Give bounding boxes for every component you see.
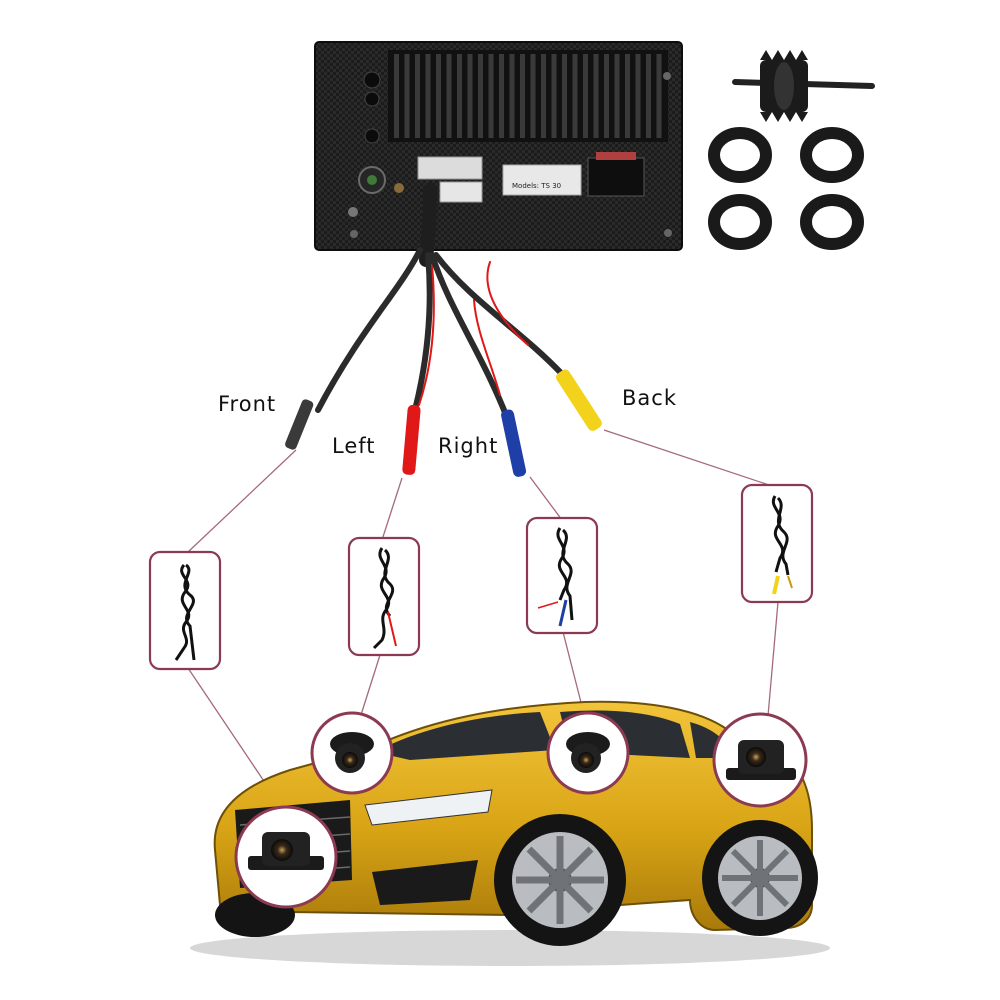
right-cable	[429, 252, 509, 418]
heat-sink-fin	[562, 54, 567, 138]
heat-sink-fin	[635, 54, 641, 138]
screw-icon	[348, 207, 358, 217]
front-cable-callout	[148, 550, 222, 671]
back-label: Back	[622, 386, 677, 410]
heat-sink-fin	[404, 54, 410, 138]
rear-wheel	[702, 820, 818, 936]
front-wheel	[494, 814, 626, 946]
heat-sink-fin	[509, 54, 515, 138]
left-label: Left	[332, 434, 376, 458]
heat-sink-fin	[436, 54, 441, 138]
connector-icon	[439, 181, 483, 203]
cable-coil-icon	[372, 547, 395, 650]
screw-icon	[664, 229, 672, 237]
camera-icon	[566, 732, 610, 773]
left-cable-callout	[347, 536, 421, 657]
connector-latch	[596, 152, 636, 160]
heat-sink-fin	[425, 54, 431, 138]
right-camera	[546, 711, 630, 795]
heat-sink-fin	[656, 54, 662, 138]
connector-icon	[417, 156, 483, 180]
grommet-icon	[708, 127, 772, 183]
heat-sink-fin	[488, 54, 494, 138]
cable-coil-icon	[174, 563, 196, 661]
back-camera	[712, 712, 808, 808]
cable-coil-icon	[771, 495, 790, 576]
heat-sink-fin	[646, 54, 651, 138]
heat-sink-fin	[499, 54, 504, 138]
camera-icon	[726, 740, 796, 780]
heat-sink-fin	[520, 54, 525, 138]
front-connector	[285, 399, 314, 450]
camera-icon	[330, 732, 374, 773]
hole-saw-icon	[732, 50, 875, 122]
model-tag-text: Models: TS 30	[512, 182, 561, 190]
gps-antenna-port-icon	[367, 175, 377, 185]
wiring-harness	[315, 183, 565, 418]
back-trigger-wire	[486, 261, 529, 346]
front-camera	[234, 805, 338, 909]
left-cable	[412, 252, 433, 413]
back-connector	[556, 369, 602, 431]
port-icon	[364, 128, 380, 144]
heat-sink-fin	[478, 54, 483, 138]
front-label: Front	[218, 392, 277, 416]
head-unit-icon: Models: TS 30	[314, 41, 683, 251]
heat-sink-fin	[614, 54, 620, 138]
port-icon	[394, 183, 404, 193]
heat-sink-fin	[625, 54, 630, 138]
cable-coil-icon	[556, 527, 574, 621]
trigger-wire	[787, 575, 793, 589]
heat-sink-fin	[530, 54, 536, 138]
left-connector	[402, 404, 421, 475]
headlight	[364, 789, 493, 826]
port-icon	[363, 71, 381, 89]
trigger-wire	[387, 611, 397, 647]
right-connector-mini	[558, 599, 568, 627]
grommet-icon	[800, 194, 864, 250]
back-cable	[433, 252, 565, 377]
right-connector	[501, 409, 527, 477]
windshield	[375, 712, 555, 760]
heat-sink	[388, 50, 668, 142]
heat-sink-fin	[604, 54, 609, 138]
left-trigger-wire	[418, 264, 435, 406]
back-connector-mini	[772, 575, 780, 595]
connector-icon	[587, 157, 645, 197]
left-camera	[310, 711, 394, 795]
right-cable-callout	[525, 516, 599, 635]
model-label-sticker	[502, 164, 582, 196]
port-icon	[364, 91, 380, 107]
heat-sink-fins	[394, 54, 662, 138]
heat-sink-fin	[551, 54, 557, 138]
heat-sink-fin	[541, 54, 546, 138]
screw-icon	[663, 72, 671, 80]
back-cable-callout	[740, 483, 814, 604]
heat-sink-fin	[572, 54, 578, 138]
heat-sink-fin	[394, 54, 399, 138]
heat-sink-fin	[593, 54, 599, 138]
grommet-icon	[708, 194, 772, 250]
heat-sink-fin	[415, 54, 420, 138]
grommet-icon	[800, 127, 864, 183]
screw-icon	[350, 230, 358, 238]
heat-sink-fin	[583, 54, 588, 138]
right-label: Right	[438, 434, 499, 458]
trigger-wire	[537, 601, 559, 609]
heat-sink-fin	[457, 54, 462, 138]
heat-sink-fin	[467, 54, 473, 138]
air-intake	[372, 860, 478, 905]
heat-sink-fin	[446, 54, 452, 138]
right-trigger-wire	[473, 299, 501, 396]
camera-icon	[248, 832, 324, 870]
front-cable	[315, 247, 423, 413]
